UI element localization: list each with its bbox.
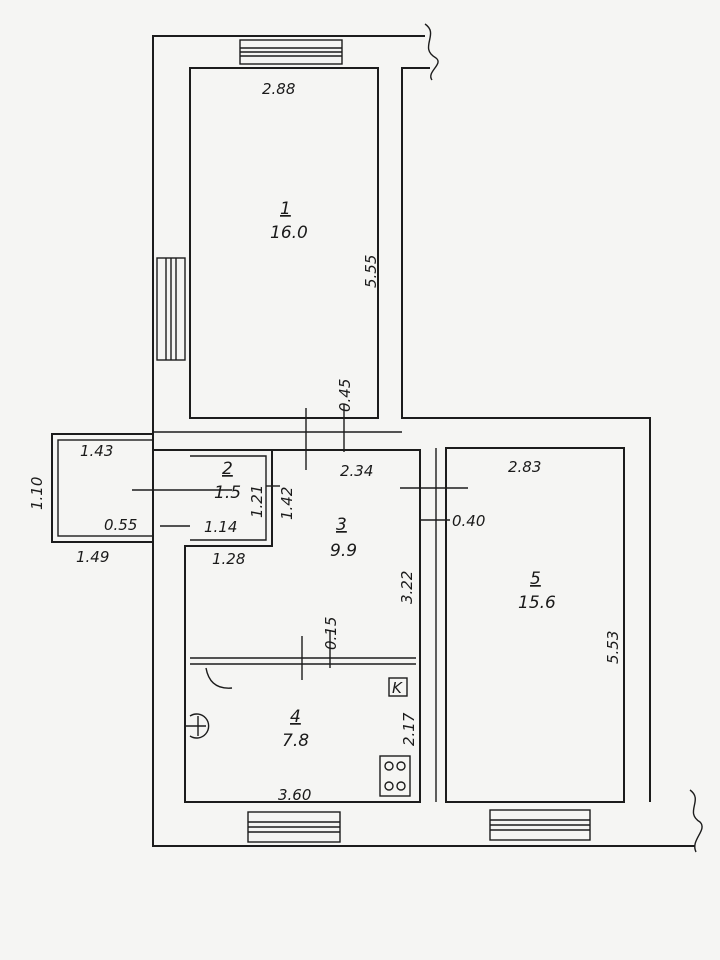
window-top bbox=[239, 39, 343, 65]
dim-partition: 0.15 bbox=[322, 617, 340, 650]
dim-kitchen-depth: 2.17 bbox=[400, 712, 418, 746]
kitchen-marker-text: K bbox=[392, 679, 403, 697]
closet-contour bbox=[190, 455, 267, 541]
dim-hall-length: 3.22 bbox=[398, 571, 416, 604]
room-labels: 1 16.0 2 1.5 3 9.9 4 7.8 5 15.6 bbox=[214, 199, 556, 751]
room-2-number: 2 bbox=[222, 459, 233, 479]
outer-wall-contour bbox=[152, 35, 695, 847]
room-1-area: 16.0 bbox=[270, 223, 308, 243]
hall-contour bbox=[153, 449, 421, 803]
room-5-number: 5 bbox=[530, 569, 541, 589]
room-3-number: 3 bbox=[336, 515, 347, 535]
dim-room5-width: 2.83 bbox=[508, 458, 541, 476]
dim-closet-inner-width: 1.14 bbox=[204, 518, 237, 536]
dim-balcony-depth: 1.10 bbox=[28, 477, 46, 510]
dim-balcony-top: 1.43 bbox=[80, 442, 113, 460]
room-1-number: 1 bbox=[280, 199, 291, 219]
dim-room1-length: 5.55 bbox=[362, 255, 380, 288]
dimension-labels: 2.88 5.55 0.45 2.34 2.83 5.53 0.40 3.22 … bbox=[28, 80, 622, 804]
dim-balcony-inner: 0.55 bbox=[104, 516, 137, 534]
dim-kitchen-width: 3.60 bbox=[278, 786, 311, 804]
room5-contour bbox=[445, 447, 625, 803]
window-room5 bbox=[489, 809, 591, 841]
windows bbox=[156, 39, 591, 843]
interior-walls bbox=[153, 431, 625, 803]
inner-wall-contour bbox=[189, 67, 379, 419]
water-heater-icon bbox=[184, 713, 210, 739]
exterior-walls bbox=[152, 23, 703, 853]
dim-wall-top: 0.45 bbox=[336, 379, 354, 412]
room-2-area: 1.5 bbox=[214, 483, 241, 503]
room-5-area: 15.6 bbox=[518, 593, 556, 613]
balcony-inner bbox=[57, 439, 154, 537]
dim-room5-length: 5.53 bbox=[604, 631, 622, 664]
wall-break-mark-top bbox=[424, 23, 439, 81]
dim-hall-width: 2.34 bbox=[340, 462, 373, 480]
window-kitchen bbox=[247, 811, 341, 843]
dim-closet-outer-width: 1.28 bbox=[212, 550, 245, 568]
room-4-area: 7.8 bbox=[282, 731, 309, 751]
dim-room1-width: 2.88 bbox=[262, 80, 295, 98]
stove-icon bbox=[379, 755, 411, 797]
dim-closet-depth-b: 1.42 bbox=[278, 487, 296, 520]
room-3-area: 9.9 bbox=[330, 541, 357, 561]
dimension-ticks bbox=[132, 404, 468, 680]
door-swing-arc bbox=[205, 667, 233, 689]
dim-balcony-bottom: 1.49 bbox=[76, 548, 109, 566]
room-4-number: 4 bbox=[290, 707, 301, 727]
balcony bbox=[51, 433, 154, 543]
kitchen-marker-icon: K bbox=[388, 677, 408, 697]
window-left bbox=[156, 257, 186, 361]
dim-closet-depth-a: 1.21 bbox=[248, 485, 266, 518]
wall-break-mark-bottom bbox=[689, 789, 703, 853]
dim-wall-right: 0.40 bbox=[452, 512, 485, 530]
